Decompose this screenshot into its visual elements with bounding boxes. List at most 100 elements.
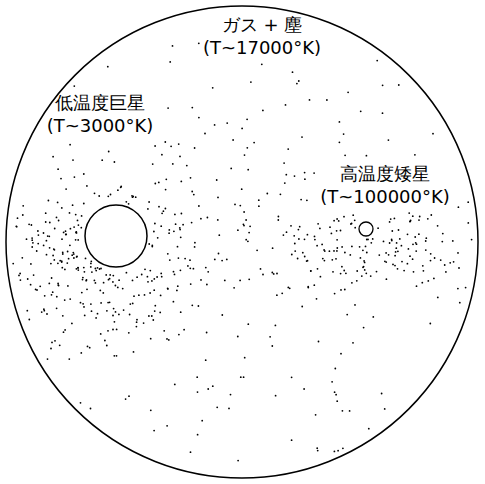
- dust-dot: [403, 270, 405, 272]
- dust-dot: [125, 201, 127, 203]
- dust-dot: [169, 61, 171, 63]
- dust-dot: [258, 205, 260, 207]
- dust-dot: [294, 250, 296, 252]
- dust-dot: [56, 296, 58, 298]
- dust-dot: [98, 195, 100, 197]
- dust-dot: [50, 348, 52, 350]
- dust-dot: [71, 323, 73, 325]
- dust-dot: [90, 408, 92, 410]
- dust-dot: [275, 325, 277, 327]
- dust-dot: [75, 232, 77, 234]
- dust-dot: [115, 285, 117, 287]
- dust-dot: [90, 260, 92, 262]
- dust-dot: [26, 310, 28, 312]
- dust-dot: [364, 269, 366, 271]
- dust-dot: [323, 249, 325, 251]
- dust-dot: [423, 270, 425, 272]
- circle-outline: [359, 222, 373, 236]
- dust-dot: [310, 270, 312, 272]
- dust-dot: [294, 243, 296, 245]
- dust-dot: [80, 402, 82, 404]
- dust-dot: [370, 242, 372, 244]
- dust-dot: [75, 231, 77, 233]
- dust-dot: [444, 264, 446, 266]
- dust-dot: [75, 214, 77, 216]
- dust-dot: [71, 254, 73, 256]
- dust-dot: [165, 189, 167, 191]
- dust-dot: [189, 267, 191, 269]
- dust-dot: [177, 285, 179, 287]
- dust-dot: [114, 161, 116, 163]
- dust-dot: [206, 332, 208, 334]
- dust-dot: [338, 220, 340, 222]
- dust-dot: [136, 321, 138, 323]
- dust-dot: [377, 227, 379, 229]
- dust-dot: [198, 42, 200, 44]
- dust-dot: [398, 229, 400, 231]
- dust-dot: [336, 247, 338, 249]
- dust-dot: [194, 242, 196, 244]
- dust-dot: [437, 225, 439, 227]
- dust-dot: [389, 242, 391, 244]
- dust-dot: [343, 270, 345, 272]
- dust-dot: [401, 245, 403, 247]
- dust-dot: [198, 205, 200, 207]
- dust-dot: [360, 257, 362, 259]
- dust-dot: [298, 80, 300, 82]
- dust-dot: [90, 303, 92, 305]
- dust-dot: [161, 212, 163, 214]
- dust-dot: [190, 283, 192, 285]
- dust-dot: [458, 206, 460, 208]
- dust-dot: [198, 117, 200, 119]
- dust-dot: [57, 202, 59, 204]
- dust-dot: [173, 230, 175, 232]
- hot-dwarf-star-outline: [357, 220, 375, 238]
- dust-dot: [324, 260, 326, 262]
- dust-dot: [126, 272, 128, 274]
- dust-dot: [100, 302, 102, 304]
- dust-dot: [33, 274, 35, 276]
- dust-dot: [158, 206, 160, 208]
- dust-dot: [180, 311, 182, 313]
- dust-dot: [58, 220, 60, 222]
- dust-dot: [148, 315, 150, 317]
- dust-dot: [351, 282, 353, 284]
- dust-dot: [335, 394, 337, 396]
- dust-dot: [354, 227, 356, 229]
- dust-dot: [149, 270, 151, 272]
- dust-dot: [179, 229, 181, 231]
- dust-dot: [204, 133, 206, 135]
- dust-dot: [248, 278, 250, 280]
- dust-dot: [106, 310, 108, 312]
- dust-dot: [320, 276, 322, 278]
- dust-dot: [80, 352, 82, 354]
- dust-dot: [382, 112, 384, 114]
- dust-dot: [442, 233, 444, 235]
- dust-dot: [132, 196, 134, 198]
- dust-dot: [318, 341, 320, 343]
- dust-dot: [150, 338, 152, 340]
- dust-dot: [425, 249, 427, 251]
- dust-dot: [429, 323, 431, 325]
- dust-dot: [221, 260, 223, 262]
- dust-dot: [388, 139, 390, 141]
- dust-dot: [359, 246, 361, 248]
- dust-dot: [397, 250, 399, 252]
- dust-dot: [412, 258, 414, 260]
- dust-dot: [21, 257, 23, 259]
- dust-dot: [342, 447, 344, 449]
- dust-dot: [297, 258, 299, 260]
- dust-dot: [64, 329, 66, 331]
- dust-dot: [370, 275, 372, 277]
- dust-dot: [413, 271, 415, 273]
- dust-dot: [421, 282, 423, 284]
- dust-dot: [307, 286, 309, 288]
- dust-dot: [52, 291, 54, 293]
- dust-dot: [197, 391, 199, 393]
- dust-dot: [287, 148, 289, 150]
- dust-dot: [306, 260, 308, 262]
- dust-dot: [52, 255, 54, 257]
- dust-dot: [190, 451, 192, 453]
- dust-dot: [430, 253, 432, 255]
- dust-dot: [77, 269, 79, 271]
